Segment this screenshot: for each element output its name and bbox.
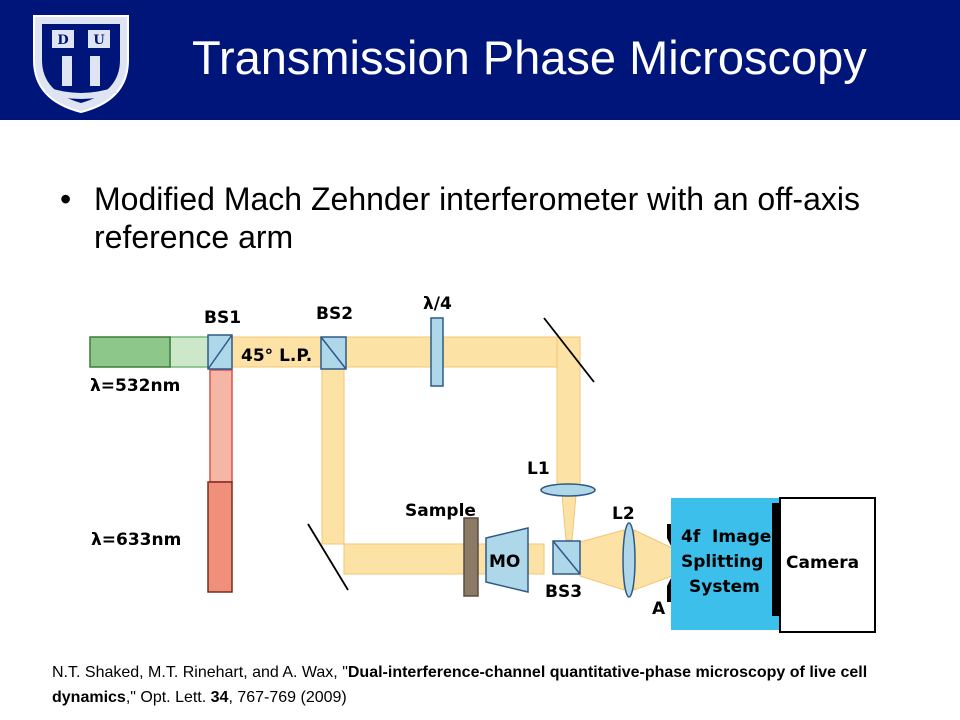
label-bs3: BS3 (545, 582, 582, 602)
label-sample: Sample (405, 501, 476, 521)
beam-bs2-down (321, 366, 345, 545)
title-banner: D U Transmission Phase Microscopy (0, 0, 960, 120)
optical-setup-diagram: BS1 BS2 λ/4 45° L.P. λ=532nm λ=633nm L1 … (89, 294, 876, 633)
label-l1: L1 (527, 459, 550, 479)
beam-splitter-bs3 (552, 540, 581, 575)
citation: N.T. Shaked, M.T. Rinehart, and A. Wax, … (52, 660, 942, 710)
beam-splitter-bs2 (320, 336, 347, 370)
quarter-wave-plate (430, 317, 444, 387)
beam-paths (169, 336, 673, 591)
label-l2: L2 (612, 504, 635, 524)
citation-volume: 34 (210, 689, 229, 706)
label-bs2: BS2 (316, 304, 353, 324)
sample-slide (463, 517, 479, 597)
bullet-symbol: • (60, 181, 72, 217)
image-splitting-system-box (671, 498, 784, 630)
beam-l2-to-aperture (633, 529, 673, 591)
label-quarter-wave: λ/4 (423, 294, 452, 314)
label-splitting-line-1: 4f Image (681, 527, 771, 547)
label-polarizer: 45° L.P. (241, 346, 312, 366)
beam-splitter-bs1 (207, 334, 233, 370)
label-aperture: A (652, 599, 666, 619)
slide-title: Transmission Phase Microscopy (192, 31, 867, 84)
citation-journal: ," Opt. Lett. (125, 689, 211, 706)
citation-title: Dual-interference-channel quantitative-p… (52, 664, 868, 706)
mirror-bottom-left (307, 523, 349, 591)
label-splitting-line-2: Splitting (681, 552, 763, 572)
label-mo: MO (489, 552, 520, 572)
green-laser (89, 336, 171, 368)
university-crest-logo: D U (33, 15, 129, 114)
green-beam (169, 336, 211, 368)
label-green-laser: λ=532nm (90, 376, 180, 396)
label-red-laser: λ=633nm (91, 530, 181, 550)
camera-sensor (772, 503, 779, 616)
label-splitting-line-3: System (689, 577, 760, 597)
label-bs1: BS1 (204, 308, 241, 328)
svg-text:U: U (93, 33, 105, 48)
bullet-text: Modified Mach Zehnder interferometer wit… (94, 181, 860, 255)
lens-l2 (622, 522, 636, 598)
beam-l1-to-bs3 (561, 494, 577, 541)
mirror-top-right (543, 317, 595, 383)
camera-body (779, 497, 876, 633)
citation-pages-year: , 767-769 (2009) (228, 689, 347, 706)
label-camera: Camera (786, 553, 859, 573)
beam-bs1-to-mirror (231, 336, 558, 368)
red-laser (207, 481, 233, 593)
red-beam (209, 369, 233, 483)
citation-authors: N.T. Shaked, M.T. Rinehart, and A. Wax, … (52, 664, 348, 681)
beam-bs3-to-l2 (579, 529, 625, 591)
svg-text:D: D (57, 33, 68, 48)
microscope-objective (485, 527, 529, 593)
lens-l1 (540, 483, 596, 497)
